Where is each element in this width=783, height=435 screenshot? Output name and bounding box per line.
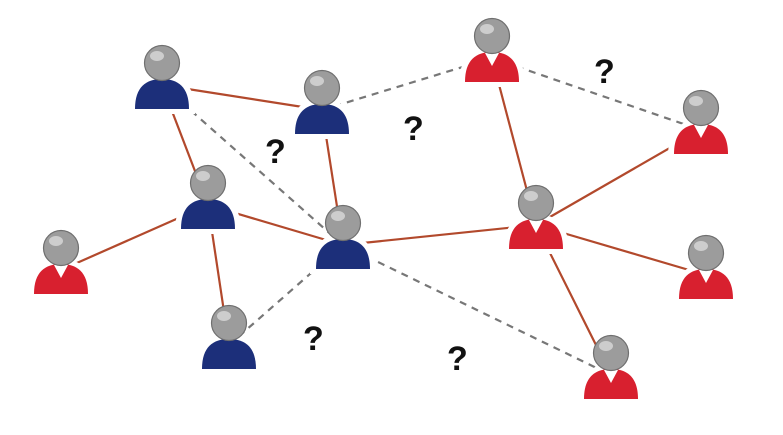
red-person-icon-r4 <box>672 234 740 304</box>
question-mark-3: ? <box>594 53 615 91</box>
question-marks-layer: ? ? ? ? ? <box>265 53 615 378</box>
person-head <box>42 229 80 267</box>
head-highlight <box>689 96 703 106</box>
person-head <box>473 17 511 55</box>
person-body <box>584 369 638 399</box>
head-highlight <box>217 311 231 321</box>
person-collar <box>694 125 708 138</box>
blue-person-icon-b3 <box>174 164 242 234</box>
person-collar <box>529 220 543 233</box>
person-head <box>687 234 725 272</box>
head-highlight <box>310 76 324 86</box>
unknown-link-b4-r5 <box>342 244 612 376</box>
question-mark-2: ? <box>403 110 424 148</box>
person-body <box>295 104 349 134</box>
person-body <box>674 124 728 154</box>
head-highlight <box>694 241 708 251</box>
red-person-icon-r5 <box>577 334 645 404</box>
known-link-b4-r2 <box>342 223 537 247</box>
person-collar <box>699 270 713 283</box>
person-body <box>34 264 88 294</box>
question-mark-5: ? <box>447 340 468 378</box>
red-person-icon-r2 <box>502 184 570 254</box>
people-layer <box>27 17 740 404</box>
head-highlight <box>480 24 494 34</box>
blue-person-icon-b4 <box>309 204 377 274</box>
unknown-link-r1-r3 <box>491 56 702 132</box>
person-head <box>210 304 248 342</box>
person-body <box>465 52 519 82</box>
head-highlight <box>49 236 63 246</box>
red-person-icon-r3 <box>667 89 735 159</box>
person-head <box>517 184 555 222</box>
person-body <box>202 339 256 369</box>
person-body <box>679 269 733 299</box>
person-body <box>135 79 189 109</box>
head-highlight <box>524 191 538 201</box>
red-person-icon-r1 <box>458 17 526 87</box>
blue-person-icon-b5 <box>195 304 263 374</box>
red-person-icon-r0 <box>27 229 95 299</box>
person-collar <box>604 370 618 383</box>
person-body <box>181 199 235 229</box>
person-body <box>316 239 370 269</box>
person-head <box>592 334 630 372</box>
person-head <box>682 89 720 127</box>
person-head <box>324 204 362 242</box>
blue-person-icon-b1 <box>128 44 196 114</box>
person-head <box>189 164 227 202</box>
head-highlight <box>331 211 345 221</box>
person-body <box>509 219 563 249</box>
head-highlight <box>150 51 164 61</box>
question-mark-1: ? <box>265 133 286 171</box>
person-collar <box>485 53 499 66</box>
person-head <box>303 69 341 107</box>
person-collar <box>54 265 68 278</box>
person-head <box>143 44 181 82</box>
question-mark-4: ? <box>303 320 324 358</box>
head-highlight <box>196 171 210 181</box>
head-highlight <box>599 341 613 351</box>
blue-person-icon-b2 <box>288 69 356 139</box>
